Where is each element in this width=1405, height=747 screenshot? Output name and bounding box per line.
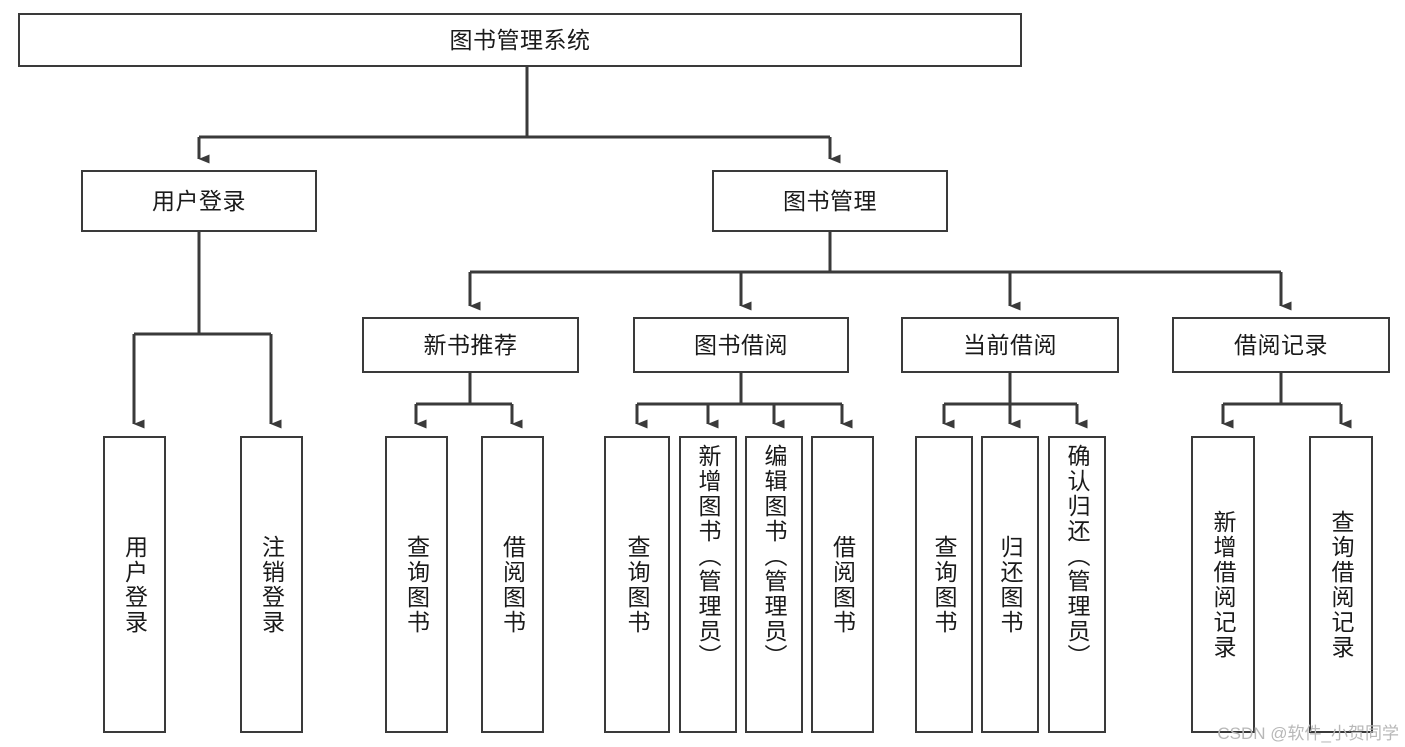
leaf-query-book-current-label: 查询图书	[931, 534, 958, 635]
leaf-logout[interactable]: 注销登录	[240, 436, 303, 733]
edge-bus-to-level2	[197, 137, 841, 164]
leaf-add-borrow-record-label: 新增借阅记录	[1210, 509, 1237, 660]
node-current-borrow-label: 当前借阅	[963, 331, 1057, 358]
leaf-logout-label: 注销登录	[258, 534, 285, 635]
node-borrow-record[interactable]: 借阅记录	[1172, 317, 1390, 373]
leaf-add-book-admin-label: 新增图书（管理员）	[695, 444, 722, 669]
node-user-login[interactable]: 用户登录	[81, 170, 317, 232]
edge-book-mgmt-to-level3	[468, 272, 1292, 311]
leaf-borrow-book-label: 借阅图书	[829, 534, 856, 635]
leaf-return-book[interactable]: 归还图书	[981, 436, 1039, 733]
leaf-query-book-recommend-label: 查询图书	[403, 534, 430, 635]
node-new-book-recommend-label: 新书推荐	[423, 331, 518, 358]
edge-new-book-to-leaves	[414, 404, 523, 429]
edge-book-mgmt-bus	[470, 232, 1281, 274]
edge-root-to-bus	[199, 67, 830, 139]
leaf-borrow-book-recommend-label: 借阅图书	[499, 534, 526, 635]
leaf-edit-book-admin-label: 编辑图书（管理员）	[761, 444, 788, 669]
leaf-confirm-return-admin[interactable]: 确认归还（管理员）	[1048, 436, 1106, 733]
watermark-text: CSDN @软件_小贺同学	[1217, 724, 1399, 743]
leaf-user-login-label: 用户登录	[121, 534, 148, 635]
node-book-borrow-label: 图书借阅	[694, 331, 788, 358]
leaf-return-book-label: 归还图书	[997, 534, 1024, 635]
leaf-query-borrow-record-label: 查询借阅记录	[1328, 509, 1355, 660]
edge-user-login-bus	[134, 232, 271, 336]
leaf-query-borrow-record[interactable]: 查询借阅记录	[1309, 436, 1373, 733]
leaf-add-book-admin[interactable]: 新增图书（管理员）	[679, 436, 737, 733]
edge-new-book-bus	[416, 373, 512, 406]
node-root[interactable]: 图书管理系统	[18, 13, 1022, 67]
leaf-query-book-current[interactable]: 查询图书	[915, 436, 973, 733]
leaf-add-borrow-record[interactable]: 新增借阅记录	[1191, 436, 1255, 733]
leaf-edit-book-admin[interactable]: 编辑图书（管理员）	[745, 436, 803, 733]
leaf-query-book-borrow[interactable]: 查询图书	[604, 436, 670, 733]
edge-current-borrow-bus	[944, 373, 1077, 406]
node-user-login-label: 用户登录	[152, 187, 246, 214]
node-root-label: 图书管理系统	[449, 26, 591, 53]
edge-borrow-record-to-leaves	[1221, 404, 1352, 429]
leaf-user-login[interactable]: 用户登录	[103, 436, 166, 733]
edge-current-borrow-to-leaves	[942, 404, 1088, 429]
node-book-management-label: 图书管理	[783, 187, 877, 214]
leaf-query-book-borrow-label: 查询图书	[624, 534, 651, 635]
leaf-query-book-recommend[interactable]: 查询图书	[385, 436, 448, 733]
edge-borrow-to-leaves	[635, 404, 853, 429]
edge-borrow-record-bus	[1223, 373, 1341, 406]
node-new-book-recommend[interactable]: 新书推荐	[362, 317, 579, 373]
leaf-borrow-book[interactable]: 借阅图书	[811, 436, 874, 733]
edge-borrow-bus	[637, 373, 842, 406]
leaf-borrow-book-recommend[interactable]: 借阅图书	[481, 436, 544, 733]
leaf-confirm-return-admin-label: 确认归还（管理员）	[1064, 444, 1091, 669]
node-book-borrow[interactable]: 图书借阅	[633, 317, 849, 373]
node-current-borrow[interactable]: 当前借阅	[901, 317, 1119, 373]
node-book-management[interactable]: 图书管理	[712, 170, 948, 232]
node-borrow-record-label: 借阅记录	[1234, 331, 1328, 358]
edge-user-login-to-leaves	[132, 334, 282, 429]
